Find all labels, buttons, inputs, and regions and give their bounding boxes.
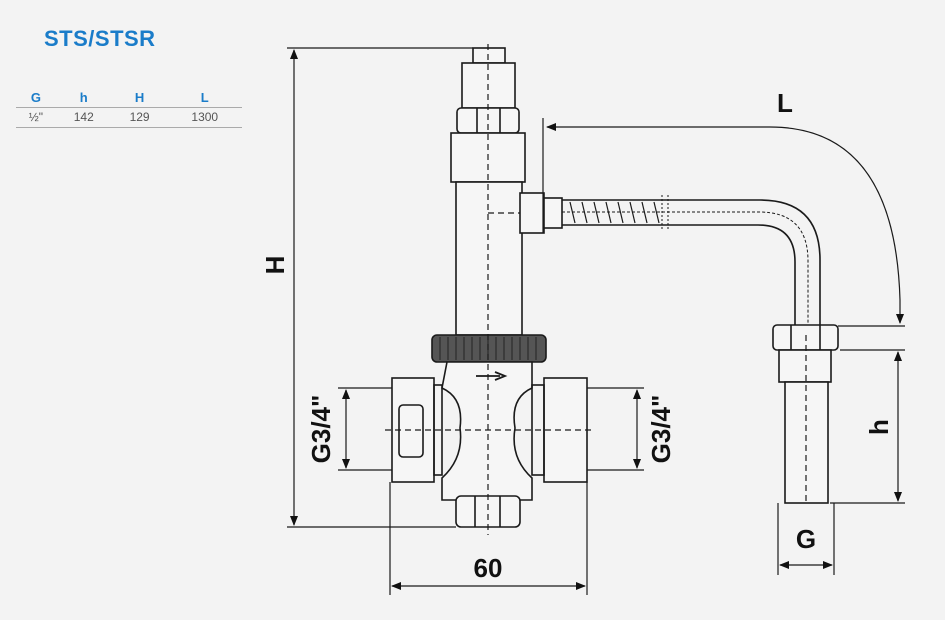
col-G: G bbox=[16, 88, 56, 108]
dim-inlet-label: G3/4" bbox=[306, 395, 336, 464]
col-h: h bbox=[55, 88, 112, 108]
dim-outlet-label: G3/4" bbox=[646, 395, 676, 464]
cell-h: 142 bbox=[55, 107, 112, 128]
col-H: H bbox=[111, 88, 168, 108]
dim-H-label: H bbox=[260, 256, 290, 275]
product-title: STS/STSR bbox=[44, 26, 156, 51]
flexible-hose bbox=[562, 195, 821, 325]
centerlines bbox=[385, 44, 807, 535]
cell-H: 129 bbox=[111, 107, 168, 128]
valve-body bbox=[391, 47, 588, 528]
dim-width-label: 60 bbox=[474, 553, 503, 583]
dim-G-label: G bbox=[796, 524, 816, 554]
col-L: L bbox=[167, 88, 242, 108]
dim-h-label: h bbox=[864, 419, 894, 435]
dimensions-table: G h H L ½" 142 129 1300 bbox=[16, 88, 242, 128]
dimension-lines bbox=[287, 47, 905, 595]
cell-L: 1300 bbox=[167, 107, 242, 128]
table-row: ½" 142 129 1300 bbox=[16, 107, 242, 128]
cell-G: ½" bbox=[16, 107, 56, 128]
tail-fitting bbox=[772, 324, 839, 504]
dim-L-label: L bbox=[777, 88, 793, 118]
